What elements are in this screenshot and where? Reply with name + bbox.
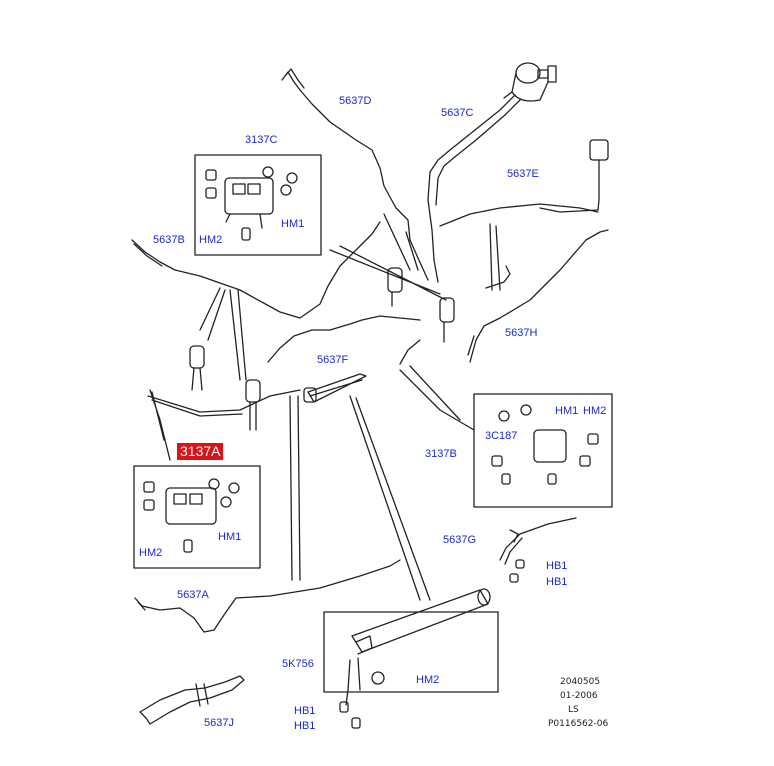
meta-initials: LS [568,705,579,715]
valve-block-3137b [491,404,599,485]
box-5k756 [323,611,499,693]
label-hm1-left: HM1 [217,531,243,543]
label-hm2-bottom: HM2 [415,674,441,686]
label-5637b: 5637B [152,234,186,246]
valve-block-3137c [205,166,298,241]
pipe-5637h [469,229,609,363]
pipe-5637a [134,559,401,633]
accumulator [303,373,367,403]
label-5637g: 5637G [442,534,478,546]
label-hm1-top: HM1 [280,218,306,230]
pipe-5637d [281,71,429,281]
label-5k756: 5K756 [281,658,315,670]
label-hm2-right: HM2 [582,405,608,417]
box-3137b [473,393,613,508]
label-3137b: 3137B [424,448,458,460]
label-5637j: 5637J [203,717,235,729]
strut-centre-b [439,297,455,343]
meta-ref: P0116562-06 [548,719,609,729]
label-hm2-top: HM2 [198,234,224,246]
box-3137a [133,465,261,569]
valve-block-3137a [143,478,240,553]
meta-date: 01-2006 [560,691,598,701]
label-5637h: 5637H [504,327,539,339]
hose-5637j [139,675,245,725]
meta-code: 2040505 [560,677,601,687]
reservoir [539,139,609,213]
label-5637d: 5637D [338,95,373,107]
strut-left-rear [245,379,261,431]
label-5637e: 5637E [506,168,540,180]
canister [503,62,557,102]
strut-left-front [189,345,205,391]
label-5637c: 5637C [440,107,475,119]
box-3137c [194,154,322,256]
pipe-5637b [131,221,381,319]
strut-centre-a [387,267,403,307]
label-hm2-left: HM2 [138,547,164,559]
label-5637a: 5637A [176,589,210,601]
label-3137a-highlight: 3137A [177,443,224,460]
pipe-5637e [439,203,599,227]
label-hb1-a: HB1 [545,560,569,572]
label-3c187: 3C187 [484,430,519,442]
label-hb1-d: HB1 [293,720,317,732]
pipe-5637g [499,517,577,561]
label-hm1-right: HM1 [554,405,580,417]
label-hb1-c: HB1 [293,705,317,717]
label-3137c: 3137C [244,134,279,146]
label-hb1-b: HB1 [545,576,569,588]
pipe-5637f [267,315,421,363]
bolts-hb1 [339,559,525,729]
label-5637f: 5637F [316,354,350,366]
tube-5k756 [345,588,491,706]
pipe-5637c [427,94,516,283]
